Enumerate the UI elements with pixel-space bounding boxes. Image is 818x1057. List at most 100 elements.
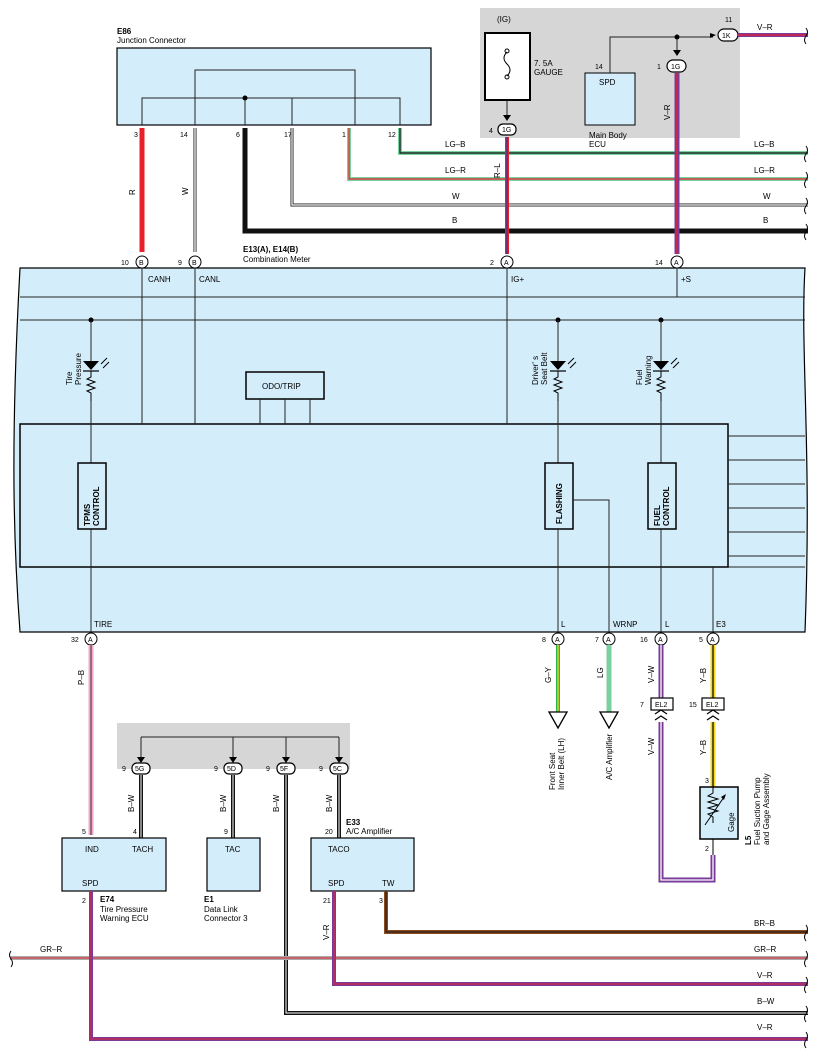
svg-text:IND: IND [85,845,99,854]
junction-code: E86 [117,27,132,36]
svg-text:WRNP: WRNP [613,620,637,629]
svg-text:Data Link: Data Link [204,905,239,914]
svg-text:E74: E74 [100,895,115,904]
svg-text:W: W [452,192,460,201]
svg-text:FLASHING: FLASHING [555,483,564,524]
svg-text:EL2: EL2 [655,702,668,709]
svg-text:4: 4 [133,829,137,836]
svg-text:3: 3 [134,132,138,139]
svg-text:B–W: B–W [127,794,136,812]
svg-text:11: 11 [725,17,732,24]
svg-text:5D: 5D [227,766,236,773]
svg-text:A: A [658,637,663,644]
svg-text:21: 21 [323,898,331,905]
svg-text:TACH: TACH [132,845,153,854]
svg-text:14: 14 [180,132,188,139]
svg-text:SPD: SPD [328,879,345,888]
fuse-rating: 7. 5A [534,59,553,68]
splice-connectors: 5G 9 5D 9 5F 9 5C 9 [122,737,349,775]
odo-trip-box [245,371,325,400]
svg-text:14: 14 [655,260,663,267]
junction-connector-box [116,47,432,126]
svg-text:B–W: B–W [272,794,281,812]
svg-text:V–W: V–W [647,737,656,755]
svg-text:A: A [88,637,93,644]
svg-text:G–Y: G–Y [544,666,553,683]
svg-text:5C: 5C [333,766,342,773]
svg-text:Fuel Suction Pump: Fuel Suction Pump [753,777,762,845]
svg-text:Pressure: Pressure [74,352,83,385]
fuse-name: GAUGE [534,68,563,77]
svg-text:2: 2 [82,898,86,905]
svg-text:V–R: V–R [757,1023,773,1032]
svg-text:CANH: CANH [148,275,171,284]
svg-text:LG: LG [596,667,605,678]
svg-text:5: 5 [82,829,86,836]
svg-text:Driver' s: Driver' s [531,356,540,385]
svg-text:10: 10 [121,260,129,267]
svg-text:P–B: P–B [77,670,86,685]
svg-text:3: 3 [705,778,709,785]
svg-text:1K: 1K [722,33,731,40]
svg-text:Warning: Warning [644,356,653,386]
svg-text:20: 20 [325,829,333,836]
svg-text:5: 5 [699,637,703,644]
svg-text:5F: 5F [280,766,288,773]
svg-text:A: A [606,637,611,644]
wire-break-marks [9,27,808,1049]
svg-text:12: 12 [388,132,396,139]
svg-text:CONTROL: CONTROL [662,486,671,526]
svg-text:B–W: B–W [219,794,228,812]
svg-text:9: 9 [214,766,218,773]
svg-text:B: B [139,260,144,267]
svg-text:CANL: CANL [199,275,221,284]
junction-name: Junction Connector [117,36,186,45]
svg-text:14: 14 [595,64,603,71]
svg-text:SPD: SPD [82,879,99,888]
svg-text:B: B [192,260,197,267]
svg-text:1: 1 [342,132,346,139]
meter-name: Combination Meter [243,255,311,264]
main-body-ecu-box [584,72,636,126]
ac-amplifier-box [310,837,415,892]
svg-text:A/C Amplifier: A/C Amplifier [346,827,393,836]
svg-text:A: A [674,260,679,267]
svg-text:1G: 1G [502,127,511,134]
svg-text:A: A [504,260,509,267]
gauge-code: L5 [744,835,753,845]
svg-text:LG–R: LG–R [445,166,466,175]
svg-text:R–L: R–L [493,163,502,178]
svg-text:4: 4 [489,128,493,135]
svg-text:GR–R: GR–R [40,945,62,954]
svg-text:9: 9 [122,766,126,773]
svg-text:IG+: IG+ [511,275,524,284]
svg-text:8: 8 [542,637,546,644]
svg-text:1G: 1G [671,64,680,71]
svg-text:3: 3 [379,898,383,905]
meter-bottom-pins: 32 A 8 A 7 A 16 A 5 A [71,632,720,646]
svg-text:W: W [763,192,771,201]
svg-text:Y–B: Y–B [699,668,708,683]
svg-text:5G: 5G [135,766,144,773]
svg-text:9: 9 [266,766,270,773]
fuel-gauge-assembly-box [699,786,739,840]
svg-text:TAC: TAC [225,845,241,854]
tire-pressure-ecu-box [61,837,167,892]
data-link-connector-box [206,837,261,892]
el2-connectors: EL2 7 EL2 15 [640,697,725,721]
svg-text:LG–B: LG–B [754,140,774,149]
svg-text:9: 9 [319,766,323,773]
svg-text:32: 32 [71,637,79,644]
svg-text:Gage: Gage [727,812,736,832]
svg-text:+S: +S [681,275,691,284]
svg-text:CONTROL: CONTROL [92,486,101,526]
svg-text:B–W: B–W [757,997,775,1006]
svg-text:E3: E3 [716,620,726,629]
svg-text:1: 1 [657,64,661,71]
junction-pin-labels: 3 14 6 17 1 12 [134,132,396,139]
svg-text:ODO/TRIP: ODO/TRIP [262,382,301,391]
svg-text:and Gage Assembly: and Gage Assembly [762,773,771,845]
svg-text:7: 7 [640,702,644,709]
svg-text:Inner Belt (LH): Inner Belt (LH) [557,738,566,790]
svg-text:B: B [452,216,457,225]
